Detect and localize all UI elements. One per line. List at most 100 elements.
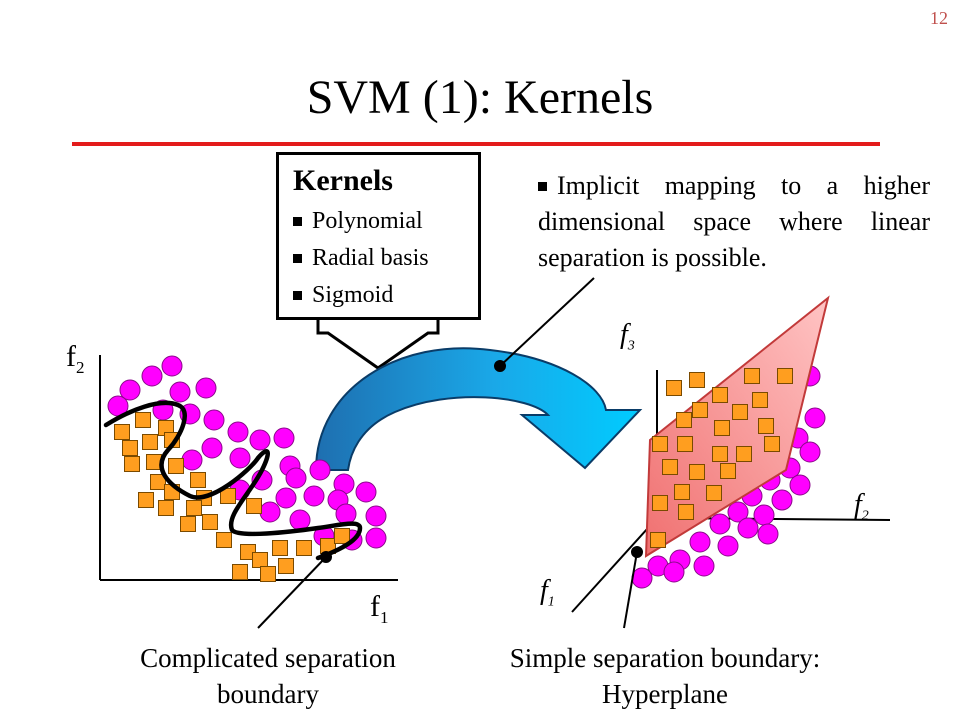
circle-point [275,487,297,509]
circle-point [303,485,325,507]
kernel-item: Sigmoid [293,277,478,314]
circle-point [259,501,281,523]
circle-point [799,441,821,463]
circle-point [757,523,779,545]
circle-point [273,427,295,449]
right-axis-2-label: f2 [854,489,869,524]
circle-point [709,513,731,535]
square-point [334,528,350,544]
square-point [186,500,202,516]
circle-point [727,501,749,523]
square-point [758,418,774,434]
mapping-arrow [314,347,643,471]
square-point [278,558,294,574]
hyperplane [644,295,830,558]
kernel-item-label: Sigmoid [312,282,394,308]
square-point [678,504,694,520]
circle-point [365,527,387,549]
circle-point [717,535,739,557]
square-point [652,436,668,452]
circle-point [229,447,251,469]
circle-point [249,429,271,451]
mapping-text: Implicit mapping to a higher dimensional… [538,168,930,276]
right-caption: Simple separation boundary: Hyperplane [509,643,821,709]
circle-point [141,365,163,387]
circle-point [753,504,775,526]
square-point [150,474,166,490]
square-point [764,436,780,452]
square-point [122,440,138,456]
square-point [260,566,276,582]
square-point [232,564,248,580]
bullet-icon [293,291,302,300]
complicated-boundary [103,400,363,561]
square-point [676,412,692,428]
kernel-down-arrow [316,316,440,370]
mapping-text-body: Implicit mapping to a higher dimensional… [538,171,930,272]
circle-point [631,567,653,589]
circle-point [169,381,191,403]
square-point [662,459,678,475]
square-point [689,464,705,480]
square-point [202,514,218,530]
square-point [712,446,728,462]
square-point [180,516,196,532]
circle-point [737,517,759,539]
square-point [246,498,262,514]
square-point [714,420,730,436]
circle-point [771,489,793,511]
circle-point [693,555,715,577]
pointer-lines [257,277,643,629]
square-point [296,540,312,556]
left-x-axis-label: f1 [370,590,389,627]
kernel-item: Polynomial [293,203,478,240]
square-point [168,458,184,474]
square-point [736,446,752,462]
bullet-icon [538,181,547,191]
square-point [777,368,793,384]
circle-point [289,509,311,531]
circle-point [203,409,225,431]
kernel-item: Radial basis [293,240,478,277]
slide-title: SVM (1): Kernels [306,71,654,124]
kernel-item-label: Polynomial [312,208,423,234]
square-point [712,387,728,403]
circle-point [804,407,826,429]
circle-point [181,449,203,471]
circle-point [663,561,685,583]
square-point [706,485,722,501]
kernels-box: Kernels Polynomial Radial basis Sigmoid [276,152,481,320]
square-point [652,495,668,511]
square-point [752,392,768,408]
square-point [252,552,268,568]
square-point [216,532,232,548]
square-point [138,492,154,508]
square-point [677,436,693,452]
square-point [744,368,760,384]
square-point [689,372,705,388]
circle-point [201,437,223,459]
square-point [720,463,736,479]
circle-point [789,474,811,496]
square-point [114,424,130,440]
bullet-icon [293,254,302,263]
kernels-list: Polynomial Radial basis Sigmoid [293,203,478,314]
right-plot-squares [650,368,793,548]
square-point [666,380,682,396]
circle-point [335,503,357,525]
circle-point [161,355,183,377]
circle-point [365,505,387,527]
left-y-axis-label: f2 [66,340,85,377]
circle-point [309,459,331,481]
square-point [220,488,236,504]
square-point [142,434,158,450]
circle-point [195,377,217,399]
square-point [146,454,162,470]
square-point [732,404,748,420]
square-point [135,412,151,428]
circle-point [355,481,377,503]
right-axis-3-label: f3 [620,319,635,354]
square-point [124,456,140,472]
square-point [190,472,206,488]
